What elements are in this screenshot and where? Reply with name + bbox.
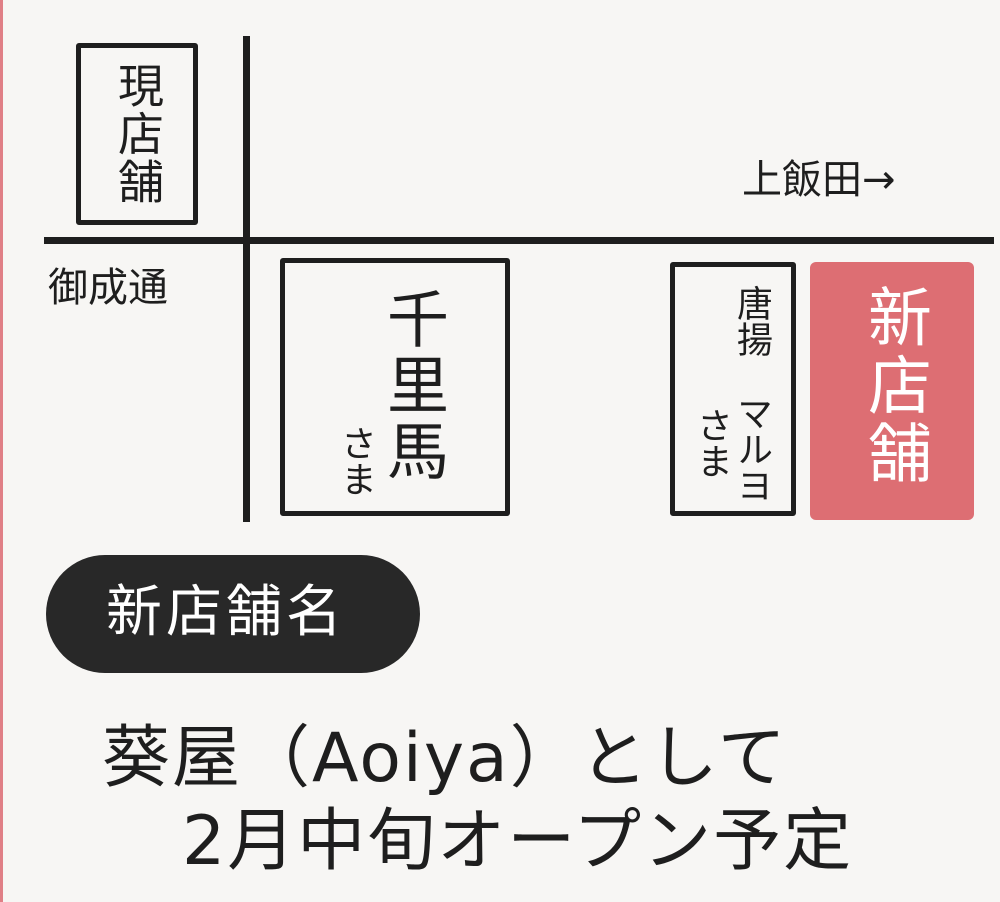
neighbor-maruyo-line1: 唐揚 [731, 285, 772, 357]
neighbor-chirima-honorific: さま [335, 425, 376, 497]
current-store-label: 現店舗 [111, 62, 165, 206]
direction-label: 上飯田→ [742, 157, 896, 203]
store-name-heading: 新店舗名 [106, 580, 346, 645]
page-edge-line [0, 0, 3, 902]
current-store-box: 現店舗 [76, 43, 198, 225]
street-label: 御成通 [48, 265, 168, 311]
announcement-line-2: 2月中旬オープン予定 [182, 802, 854, 881]
neighbor-maruyo-honorific: さま [691, 407, 732, 479]
neighbor-maruyo-box: 唐揚 マルヨ さま [670, 262, 796, 516]
neighbor-maruyo-line2: マルヨ [731, 395, 772, 503]
new-store-label: 新店舗 [857, 284, 931, 488]
neighbor-chirima-box: 千里馬 さま [280, 258, 510, 516]
horizontal-road [44, 237, 994, 244]
store-name-heading-pill: 新店舗名 [46, 555, 420, 673]
announcement-line-1: 葵屋（Aoiya）として [102, 719, 788, 798]
neighbor-chirima-name: 千里馬 [376, 287, 449, 485]
vertical-road [243, 36, 250, 522]
new-store-box: 新店舗 [810, 262, 974, 520]
